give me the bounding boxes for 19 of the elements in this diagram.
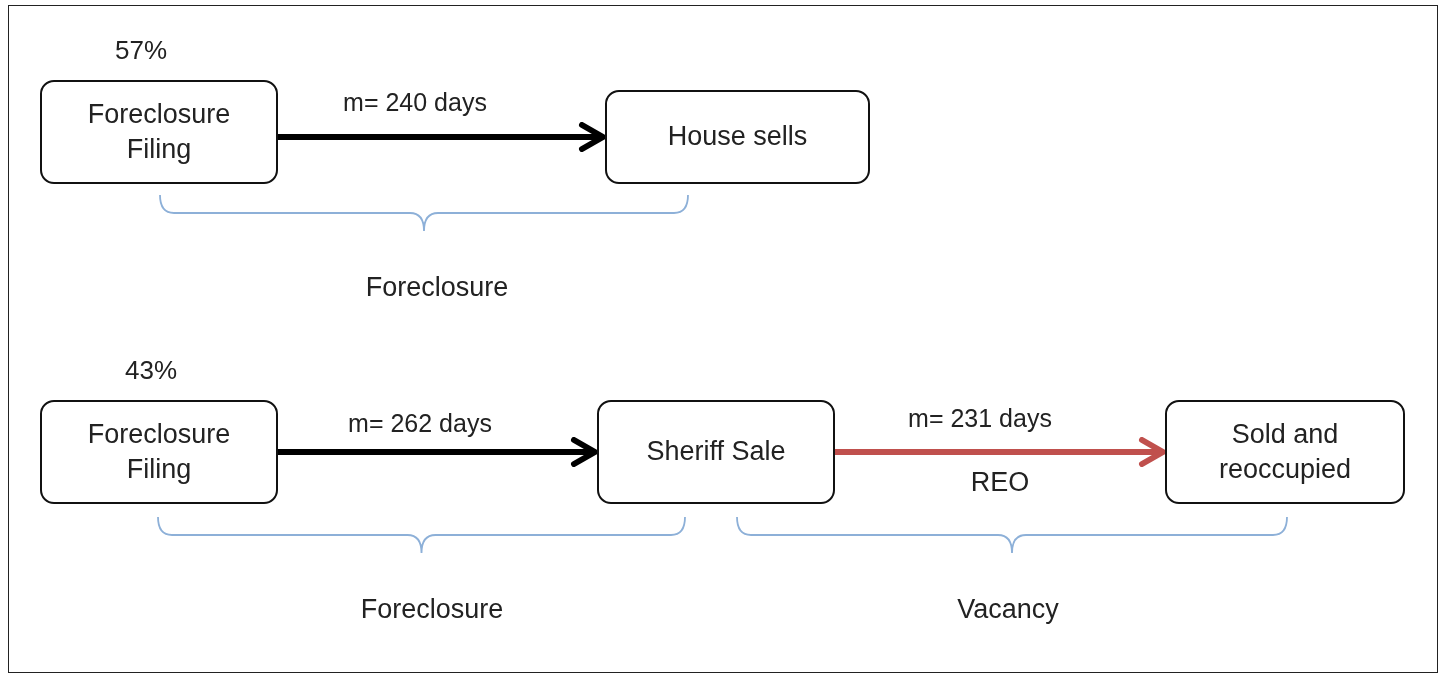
- bracket-label: Foreclosure: [365, 272, 509, 303]
- process-box: [597, 400, 835, 504]
- bracket-label: Foreclosure: [360, 594, 504, 625]
- process-box: [1165, 400, 1405, 504]
- arrow: [835, 437, 1166, 467]
- percentage-label: 43%: [125, 355, 178, 386]
- node-text: Foreclosure Filing: [86, 97, 232, 166]
- bracket-label: REO: [970, 467, 1030, 498]
- bracket-label: Vacancy: [957, 594, 1059, 625]
- process-box: [605, 90, 870, 184]
- percentage-label: 57%: [115, 35, 168, 66]
- process-box: [40, 80, 278, 184]
- arrow: [278, 122, 606, 152]
- node-text: Foreclosure Filing: [86, 417, 232, 486]
- node-text: Sheriff Sale: [645, 435, 787, 469]
- node-text: House sells: [666, 120, 809, 154]
- arrow: [278, 437, 598, 467]
- node-text: Sold and reoccupied: [1217, 417, 1353, 486]
- process-box: [40, 400, 278, 504]
